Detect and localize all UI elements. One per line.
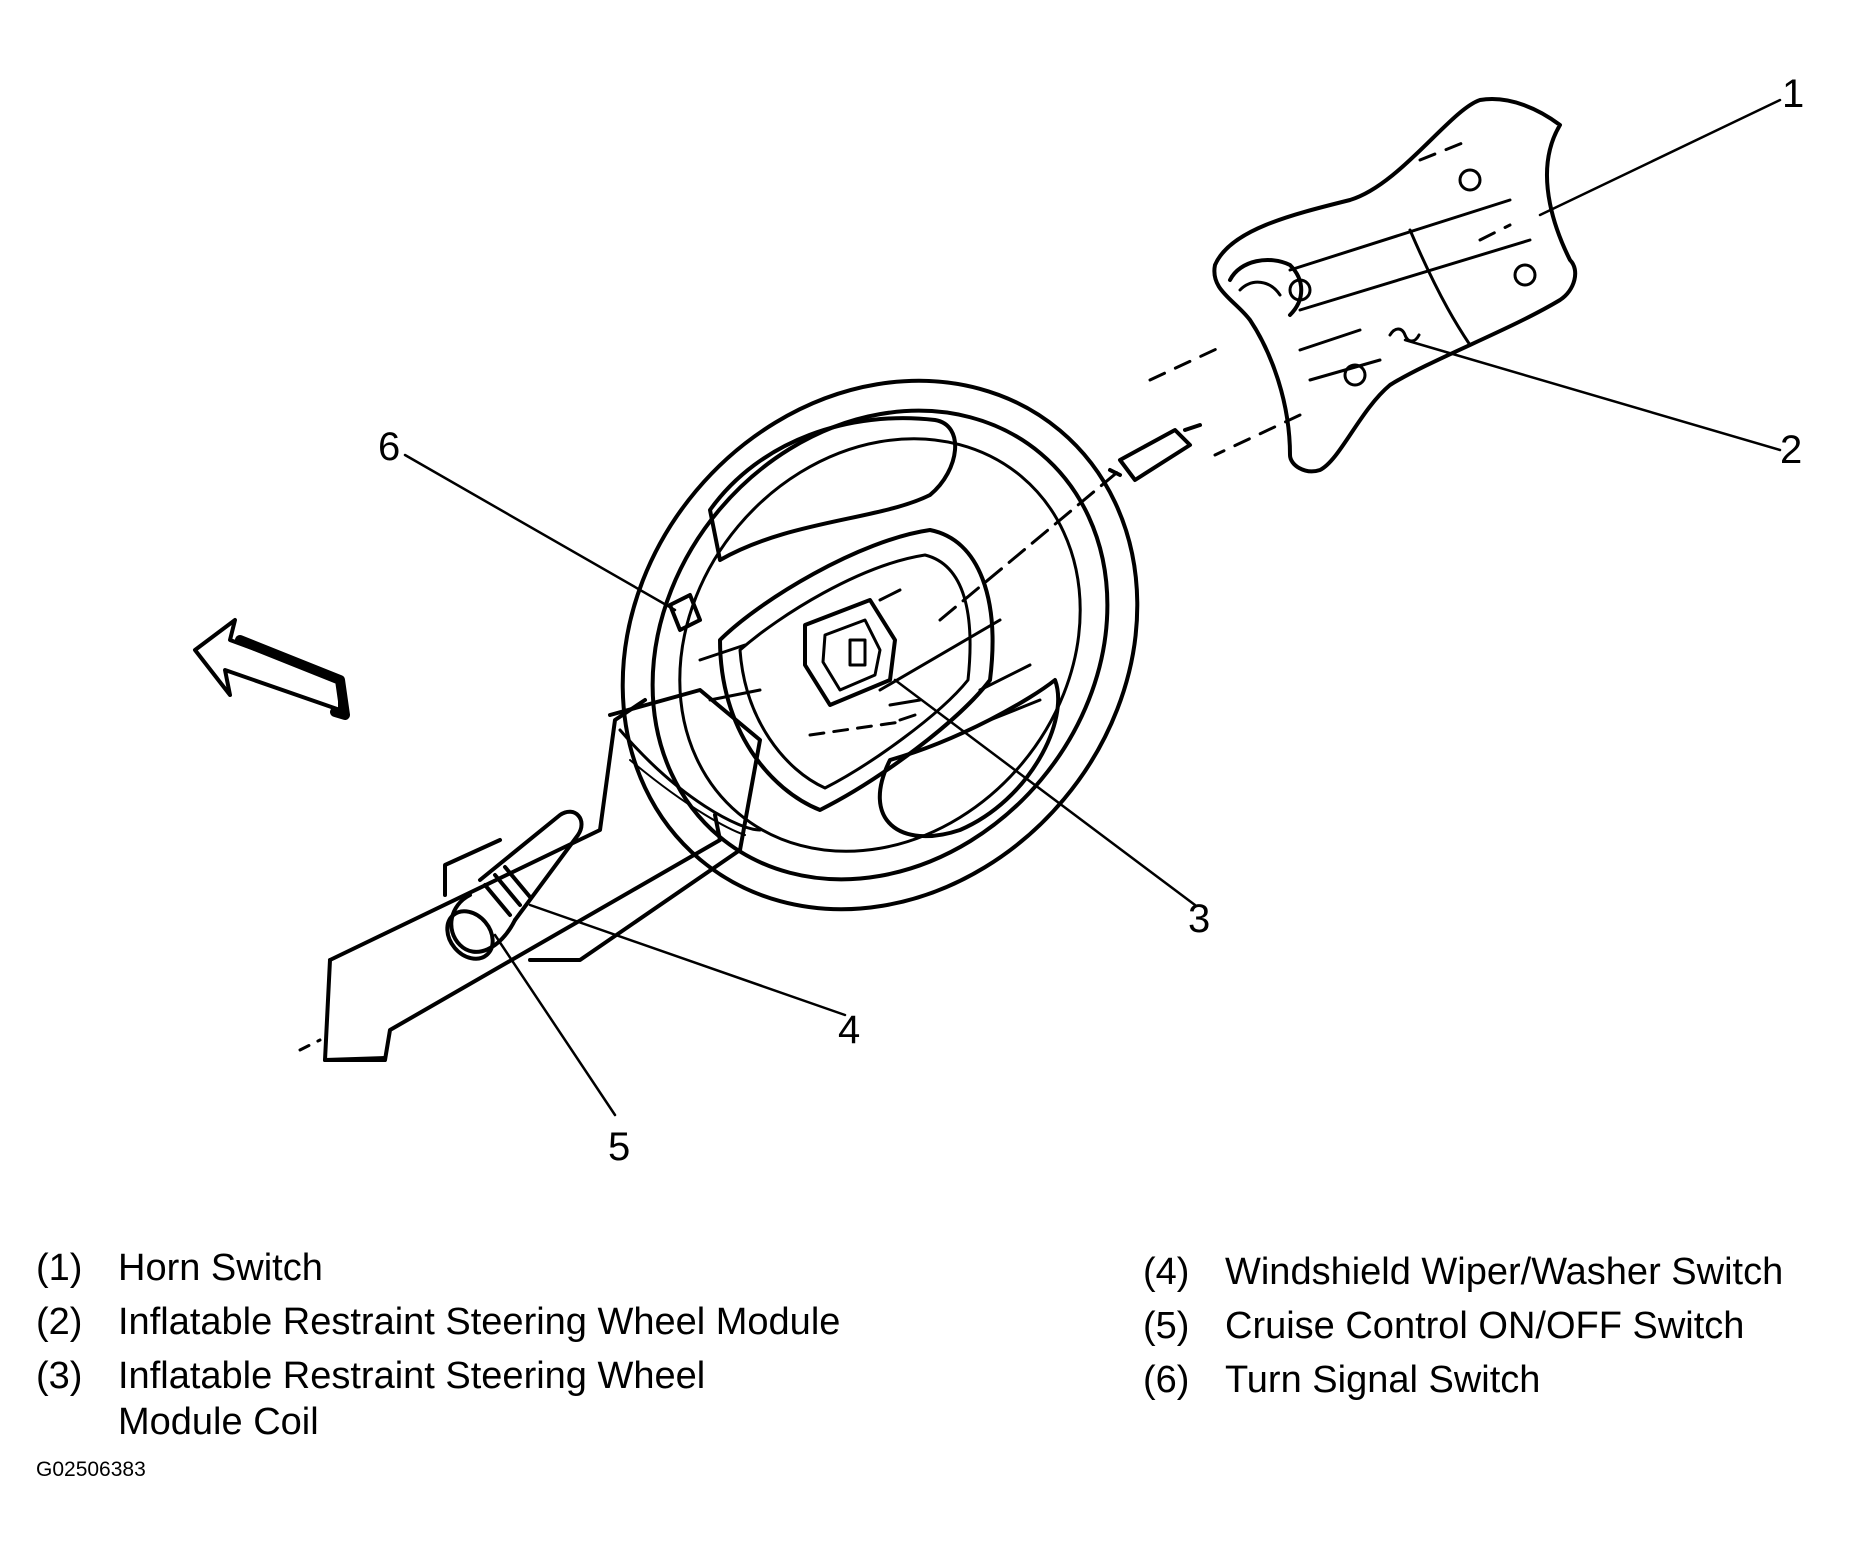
figure-id: G02506383 (36, 1458, 146, 1481)
module-connector (878, 423, 1202, 692)
legend-item-number: (6) (1143, 1359, 1190, 1401)
alignment-lines (1148, 138, 1512, 457)
callout-leaders (403, 98, 1782, 1117)
direction-arrow-icon (193, 618, 350, 720)
legend-item: (3) Inflatable Restraint Steering Wheel … (36, 1353, 936, 1445)
legend-item-number: (4) (1143, 1251, 1190, 1293)
legend-item-label: Inflatable Restraint Steering Wheel Modu… (118, 1301, 841, 1343)
legend-item: (5) Cruise Control ON/OFF Switch (1143, 1303, 1858, 1349)
legend-item-label: Cruise Control ON/OFF Switch (1225, 1305, 1745, 1347)
legend-item-label: Turn Signal Switch (1225, 1359, 1541, 1401)
legend-item-label: Horn Switch (118, 1247, 323, 1289)
legend-item-number: (3) (36, 1355, 83, 1397)
callout-4: 4 (838, 1008, 860, 1052)
callout-2: 2 (1780, 428, 1802, 472)
legend-item: (2) Inflatable Restraint Steering Wheel … (36, 1299, 936, 1345)
legend-item-number: (2) (36, 1301, 83, 1343)
callout-3: 3 (1188, 897, 1210, 941)
cruise-control-stalk (445, 809, 584, 961)
steering-wheel (620, 378, 1140, 912)
legend-item-number: (5) (1143, 1305, 1190, 1347)
callout-6: 6 (378, 425, 400, 469)
legend-item: (4) Windshield Wiper/Washer Switch (1143, 1249, 1858, 1295)
inflatable-restraint-module (1212, 97, 1578, 474)
legend-item: (6) Turn Signal Switch (1143, 1357, 1858, 1403)
legend-left: (1) Horn Switch (2) Inflatable Restraint… (36, 1245, 936, 1453)
legend-item-label: Inflatable Restraint Steering Wheel Modu… (118, 1355, 706, 1443)
legend-item-label: Windshield Wiper/Washer Switch (1225, 1251, 1784, 1293)
legend-item: (1) Horn Switch (36, 1245, 936, 1291)
legend-item-number: (1) (36, 1247, 83, 1289)
callout-5: 5 (608, 1125, 630, 1169)
callout-1: 1 (1782, 72, 1804, 116)
legend-right: (4) Windshield Wiper/Washer Switch (5) C… (1143, 1249, 1858, 1411)
